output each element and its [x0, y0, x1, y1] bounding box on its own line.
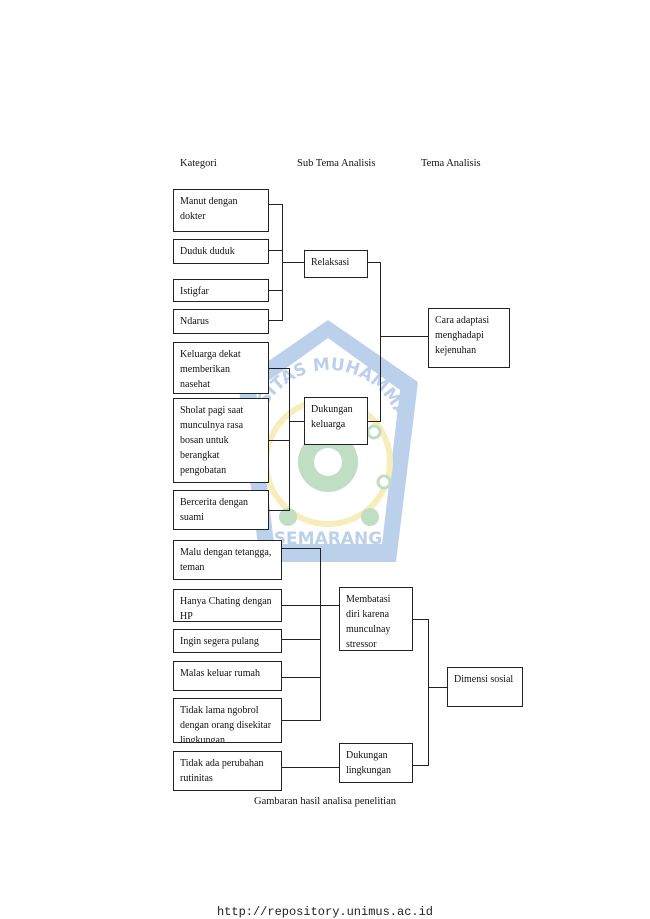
tema-box: Cara adaptasi menghadapi kejenuhan	[428, 308, 510, 368]
kategori-box: Ndarus	[173, 309, 269, 334]
connector-line	[269, 320, 282, 321]
kategori-box: Tidak ada perubahan rutinitas	[173, 751, 282, 791]
kategori-box: Istigfar	[173, 279, 269, 302]
connector-line	[282, 639, 320, 640]
kategori-box: Bercerita dengan suami	[173, 490, 269, 530]
column-header-kategori: Kategori	[180, 158, 217, 169]
sub-tema-box: Relaksasi	[304, 250, 368, 278]
connector-line	[289, 421, 304, 422]
connector-line	[282, 605, 320, 606]
connector-line	[282, 548, 320, 549]
connector-line	[368, 421, 380, 422]
connector-line	[289, 368, 290, 511]
column-header-tema: Tema Analisis	[421, 158, 481, 169]
connector-line	[380, 336, 428, 337]
tema-box: Dimensi sosial	[447, 667, 523, 707]
kategori-box: Manut dengan dokter	[173, 189, 269, 232]
kategori-box: Duduk duduk	[173, 239, 269, 264]
column-header-sub-tema: Sub Tema Analisis	[297, 158, 376, 169]
connector-line	[269, 440, 289, 441]
connector-line	[282, 767, 339, 768]
kategori-box: Tidak lama ngobrol dengan orang disekita…	[173, 698, 282, 743]
connector-line	[428, 619, 429, 766]
connector-line	[282, 677, 320, 678]
kategori-box: Ingin segera pulang	[173, 629, 282, 653]
connector-line	[413, 619, 428, 620]
connector-line	[269, 290, 282, 291]
connector-line	[368, 262, 380, 263]
connector-line	[269, 510, 289, 511]
connector-line	[269, 204, 282, 205]
sub-tema-box: Membatasi diri karena munculnay stressor	[339, 587, 413, 651]
sub-tema-box: Dukungan lingkungan	[339, 743, 413, 783]
sub-tema-box: Dukungan keluarga	[304, 397, 368, 445]
connector-line	[320, 605, 339, 606]
connector-line	[282, 720, 320, 721]
connector-line	[413, 765, 428, 766]
connector-line	[380, 262, 381, 422]
repository-url: http://repository.unimus.ac.id	[216, 905, 434, 919]
connector-line	[282, 262, 304, 263]
figure-caption: Gambaran hasil analisa penelitian	[254, 796, 396, 807]
connector-line	[269, 368, 289, 369]
connector-line	[269, 250, 282, 251]
kategori-box: Malu dengan tetangga, teman	[173, 540, 282, 580]
watermark-bottom-text: SEMARANG	[274, 529, 382, 549]
kategori-box: Hanya Chating dengan HP	[173, 589, 282, 622]
kategori-box: Sholat pagi saat munculnya rasa bosan un…	[173, 398, 269, 483]
connector-line	[320, 548, 321, 721]
connector-line	[428, 687, 447, 688]
kategori-box: Malas keluar rumah	[173, 661, 282, 691]
kategori-box: Keluarga dekat memberikan nasehat	[173, 342, 269, 394]
